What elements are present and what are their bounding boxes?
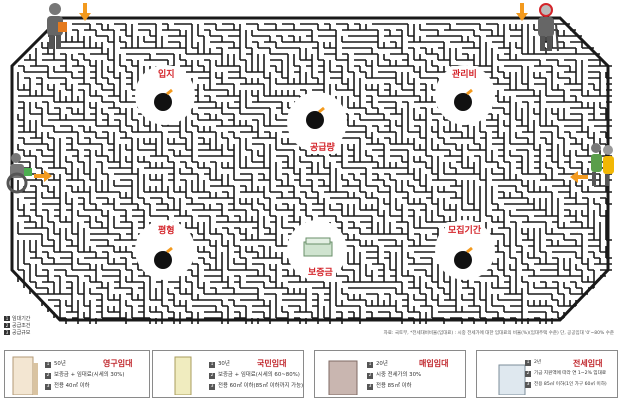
label-size: 평형	[155, 222, 178, 237]
bomb-icon	[452, 246, 478, 270]
house-icon	[498, 364, 526, 395]
bomb-icon	[452, 88, 478, 112]
bomb-icon	[304, 106, 330, 130]
source-note: 자료: 국토부, *전세대비비율(임대료) : 시중 전세가에 대한 임대료의 …	[383, 331, 614, 336]
apartment-building-icon	[174, 356, 192, 395]
maze-diagram	[10, 16, 612, 324]
apartment-building-icon	[12, 356, 38, 395]
apartment-building-icon	[328, 360, 358, 395]
panel-title: 전세임대	[573, 359, 603, 368]
wheelchair-person-icon	[2, 152, 36, 198]
label-supply: 공급량	[307, 139, 338, 154]
entrance-arrow-top-right	[516, 3, 528, 25]
entrance-arrow-right	[570, 168, 588, 187]
label-management-fee: 관리비	[449, 66, 480, 81]
entrance-arrow-top-left	[79, 3, 91, 25]
label-deposit: 보증금	[305, 264, 336, 279]
panel-title: 매입임대	[419, 359, 449, 368]
money-stack-icon	[303, 236, 333, 262]
bomb-icon	[152, 246, 178, 270]
panel-title: 영구임대	[103, 359, 133, 368]
entrance-arrow-left	[34, 167, 52, 186]
label-recruit-period: 모집기간	[445, 222, 485, 237]
family-icon	[586, 140, 618, 194]
bomb-icon	[152, 88, 178, 112]
panel-title: 국민임대	[257, 359, 287, 368]
label-location: 입지	[155, 66, 178, 81]
elderly-person-icon	[532, 2, 562, 56]
person-icon-top-left	[40, 2, 70, 54]
